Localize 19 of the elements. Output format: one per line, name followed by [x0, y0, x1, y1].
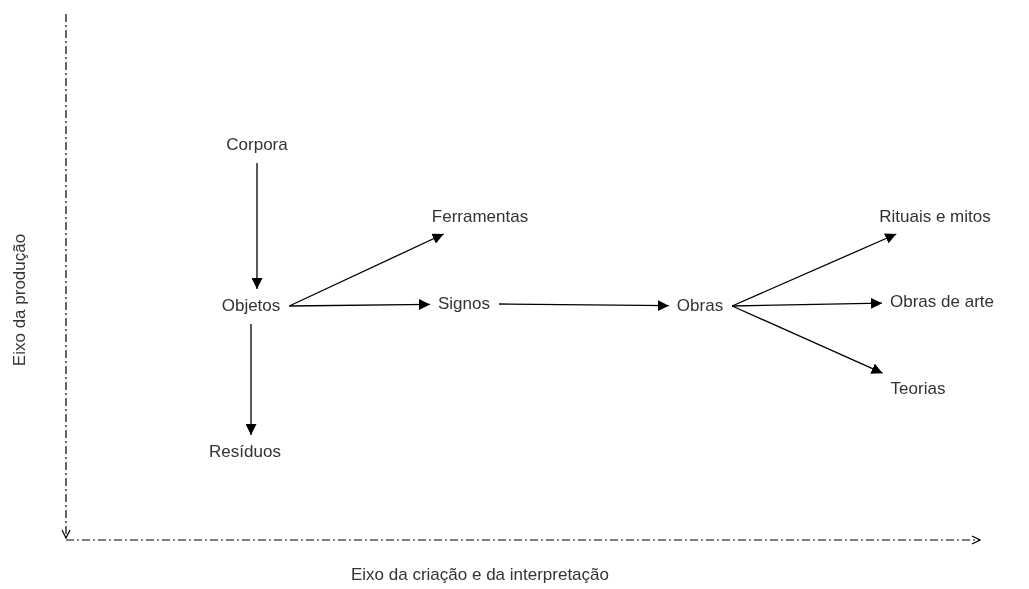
- arrow: [251, 162, 263, 290]
- axis-label: Eixo da criação e da interpretação: [351, 565, 609, 585]
- arrow: [731, 233, 897, 307]
- arrow: [498, 300, 670, 312]
- node-label: Resíduos: [206, 440, 284, 464]
- node-label: Teorias: [887, 377, 949, 401]
- node-label: Objetos: [218, 294, 284, 318]
- arrow: [731, 305, 884, 374]
- node-label: Corpora: [223, 133, 291, 157]
- node-label: Ferramentas: [428, 205, 532, 229]
- arrow: [731, 297, 883, 309]
- arrow: [288, 233, 445, 307]
- node-label: Signos: [435, 292, 493, 316]
- node-label: Obras: [673, 294, 727, 318]
- axis-label: Eixo da produção: [10, 233, 31, 367]
- arrow: [288, 299, 431, 310]
- node-label: Rituais e mitos: [876, 205, 994, 229]
- arrow: [245, 323, 257, 436]
- node-label: Obras de arte: [887, 290, 997, 314]
